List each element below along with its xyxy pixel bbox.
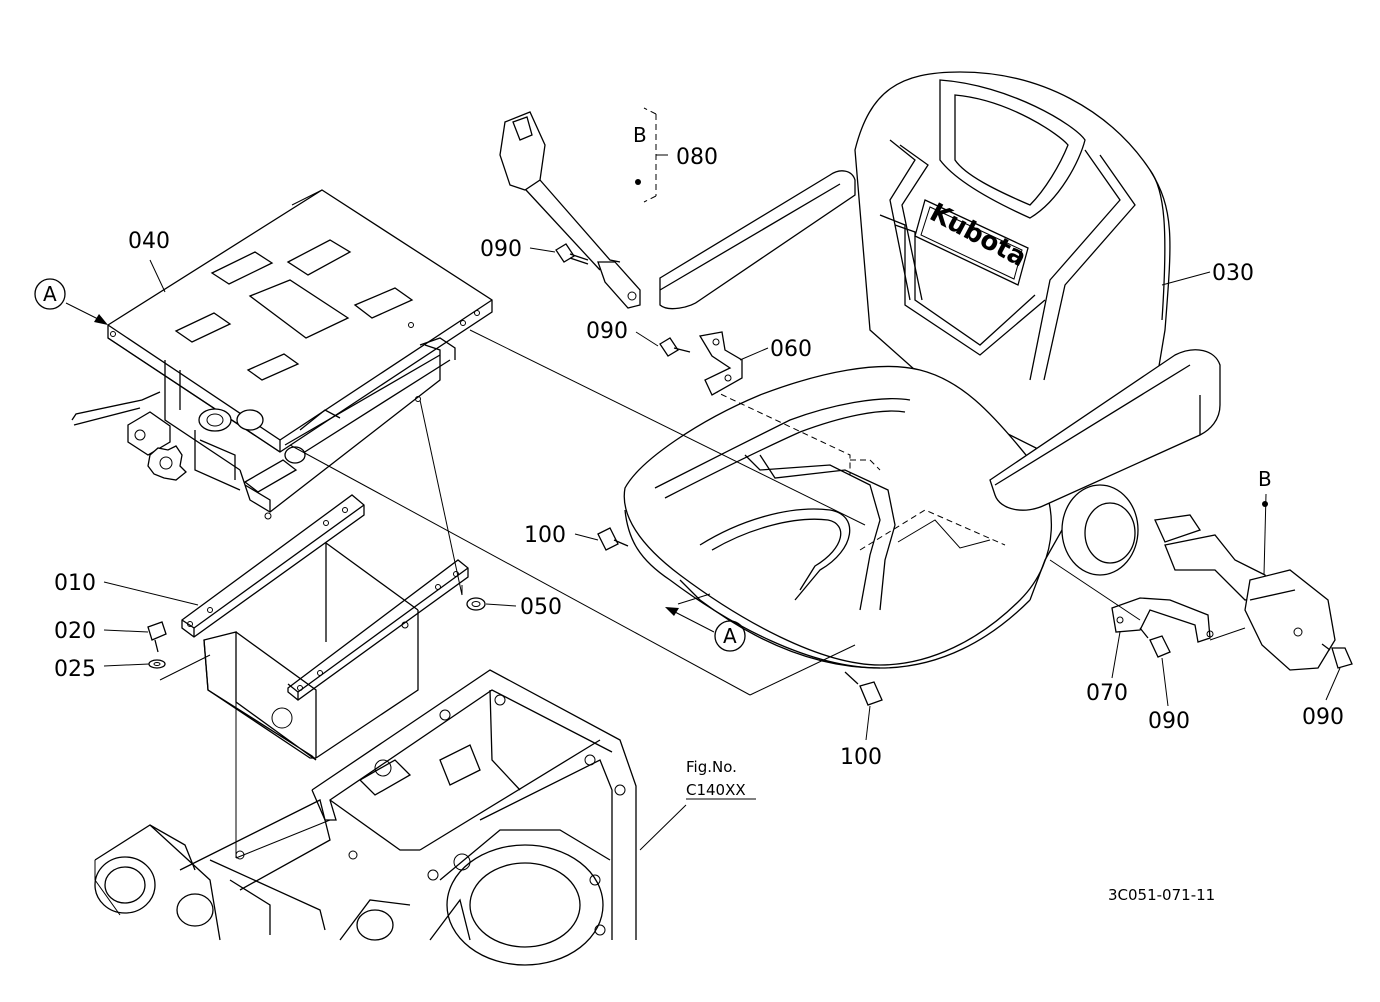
seat-bracket-drawing	[181, 494, 469, 761]
label-090-bracket: 090	[586, 319, 628, 344]
label-080: 080	[676, 145, 718, 170]
label-060: 060	[770, 337, 812, 362]
fig-no-label: Fig.No.	[686, 758, 737, 776]
fig-code-label: C140XX	[686, 781, 746, 799]
drawing-code: 3C051-071-11	[1108, 886, 1215, 904]
bracket-060-drawing	[698, 331, 743, 396]
bolt-washer-drawing	[147, 621, 167, 669]
callouts: A A B B	[34, 123, 1272, 652]
label-050: 050	[520, 595, 562, 620]
seat-suspension-drawing	[71, 189, 493, 520]
callout-a-left: A	[43, 282, 57, 306]
callout-b-top: B	[633, 123, 647, 147]
belt-retractor-drawing	[1154, 514, 1336, 671]
label-030: 030	[1212, 261, 1254, 286]
leader-lines	[65, 107, 1341, 859]
label-100-bottom: 100	[840, 745, 882, 770]
seat-drawing	[623, 71, 1221, 669]
transmission-case-drawing	[94, 669, 637, 966]
seat-belt-drawing	[499, 111, 641, 309]
label-090-070: 090	[1148, 709, 1190, 734]
nut-drawing	[466, 597, 486, 611]
part-labels: 040 080 090 090 060 030 100 010 020 025 …	[54, 145, 1344, 770]
label-020: 020	[54, 619, 96, 644]
callout-a-right: A	[723, 624, 737, 648]
fig-reference: Fig.No. C140XX	[686, 758, 746, 799]
bracket-070-drawing	[1111, 597, 1214, 643]
label-025: 025	[54, 657, 96, 682]
callout-b-right: B	[1258, 467, 1272, 491]
label-040: 040	[128, 229, 170, 254]
label-070: 070	[1086, 681, 1128, 706]
label-010: 010	[54, 571, 96, 596]
label-090-belt: 090	[480, 237, 522, 262]
label-090-right: 090	[1302, 705, 1344, 730]
label-100-left: 100	[524, 523, 566, 548]
bolts-drawing	[555, 243, 1353, 706]
